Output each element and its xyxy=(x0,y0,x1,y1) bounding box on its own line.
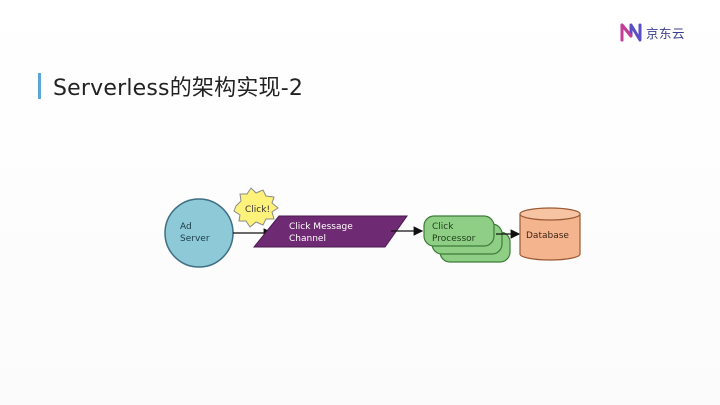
ad-server-label-line1: Ad xyxy=(180,222,192,232)
processor-label-line2: Processor xyxy=(432,234,476,244)
title-accent-bar xyxy=(38,73,41,99)
click-processor-node: Click Processor xyxy=(423,215,511,263)
page-title: Serverless的架构实现-2 xyxy=(53,76,304,101)
jd-cloud-logo-icon xyxy=(620,23,642,42)
click-burst-label: Click! xyxy=(245,205,270,215)
logo-text: 京东云 xyxy=(646,25,686,41)
channel-label-line2: Channel xyxy=(289,234,326,244)
processor-stack-front xyxy=(423,215,495,247)
processor-label-line1: Click xyxy=(432,222,454,232)
brand-logo: 京东云 xyxy=(619,20,685,44)
title-block: Serverless的架构实现-2 xyxy=(38,70,303,102)
message-channel-node: Click Message Channel xyxy=(252,215,408,248)
ad-server-node: Ad Server xyxy=(164,198,234,268)
database-label: Database xyxy=(526,231,569,241)
database-node: Database xyxy=(519,207,581,261)
channel-label-line1: Click Message xyxy=(289,222,353,232)
ad-server-label-line2: Server xyxy=(180,234,210,244)
click-burst: Click! xyxy=(233,187,279,228)
